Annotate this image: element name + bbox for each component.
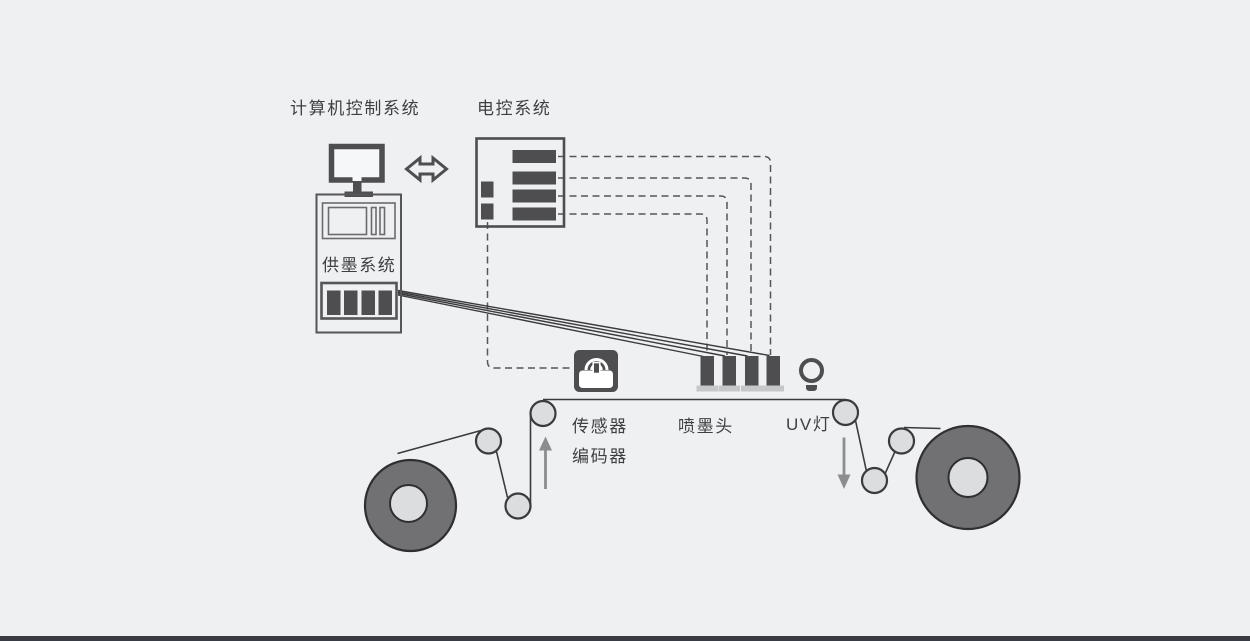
ink-tube-3 xyxy=(397,292,726,357)
label-uv-lamp: UV灯 xyxy=(786,415,832,434)
label-computer-control-system: 计算机控制系统 xyxy=(290,99,421,118)
electric-control-box-icon xyxy=(475,137,566,228)
dashed-line-head-1 xyxy=(558,213,708,355)
label-electric-control-system: 电控系统 xyxy=(477,99,552,118)
dashed-line-sensor xyxy=(486,222,572,369)
roller-icon xyxy=(887,427,916,455)
control-signal-dashed-lines xyxy=(486,155,772,369)
ink-tube-2 xyxy=(397,291,748,357)
guide-rollers-left xyxy=(474,399,557,520)
sensor-encoder-icon xyxy=(574,350,618,392)
bottom-divider-bar xyxy=(0,636,1250,641)
dashed-line-head-3 xyxy=(558,177,752,355)
label-encoder: 编码器 xyxy=(572,447,628,466)
ink-tube-4 xyxy=(397,294,704,358)
web-segment xyxy=(397,429,482,455)
ink-cartridges-icon xyxy=(320,281,398,320)
web-segment xyxy=(903,426,941,430)
ink-tube-1 xyxy=(397,289,770,357)
guide-rollers-right xyxy=(831,398,916,495)
unwind-reel-icon xyxy=(363,458,458,553)
label-ink-supply-system: 供墨系统 xyxy=(322,256,397,275)
arrow-down-icon xyxy=(837,437,851,489)
tower-case-icon xyxy=(315,193,402,334)
web-segment xyxy=(495,451,509,498)
media-web-lines xyxy=(397,398,941,505)
rewind-reel-icon xyxy=(915,424,1021,531)
label-sensor: 传感器 xyxy=(572,417,628,436)
web-segment xyxy=(854,420,868,472)
dashed-line-head-2 xyxy=(558,195,728,355)
web-direction-arrows xyxy=(539,436,851,489)
roller-icon xyxy=(831,398,860,427)
ink-supply-tubes xyxy=(397,289,770,358)
roller-icon xyxy=(474,427,503,455)
web-segment xyxy=(883,451,896,476)
label-inkjet-head: 喷墨头 xyxy=(678,417,734,436)
roller-icon xyxy=(529,399,557,428)
arrow-up-icon xyxy=(539,436,552,489)
inkjet-heads-icon xyxy=(696,356,784,392)
uv-lamp-icon xyxy=(799,358,824,391)
double-arrow-icon xyxy=(404,154,449,184)
roller-icon xyxy=(504,492,532,520)
dashed-line-head-4 xyxy=(558,155,772,355)
roller-icon xyxy=(860,466,889,495)
computer-monitor-icon xyxy=(328,143,385,197)
